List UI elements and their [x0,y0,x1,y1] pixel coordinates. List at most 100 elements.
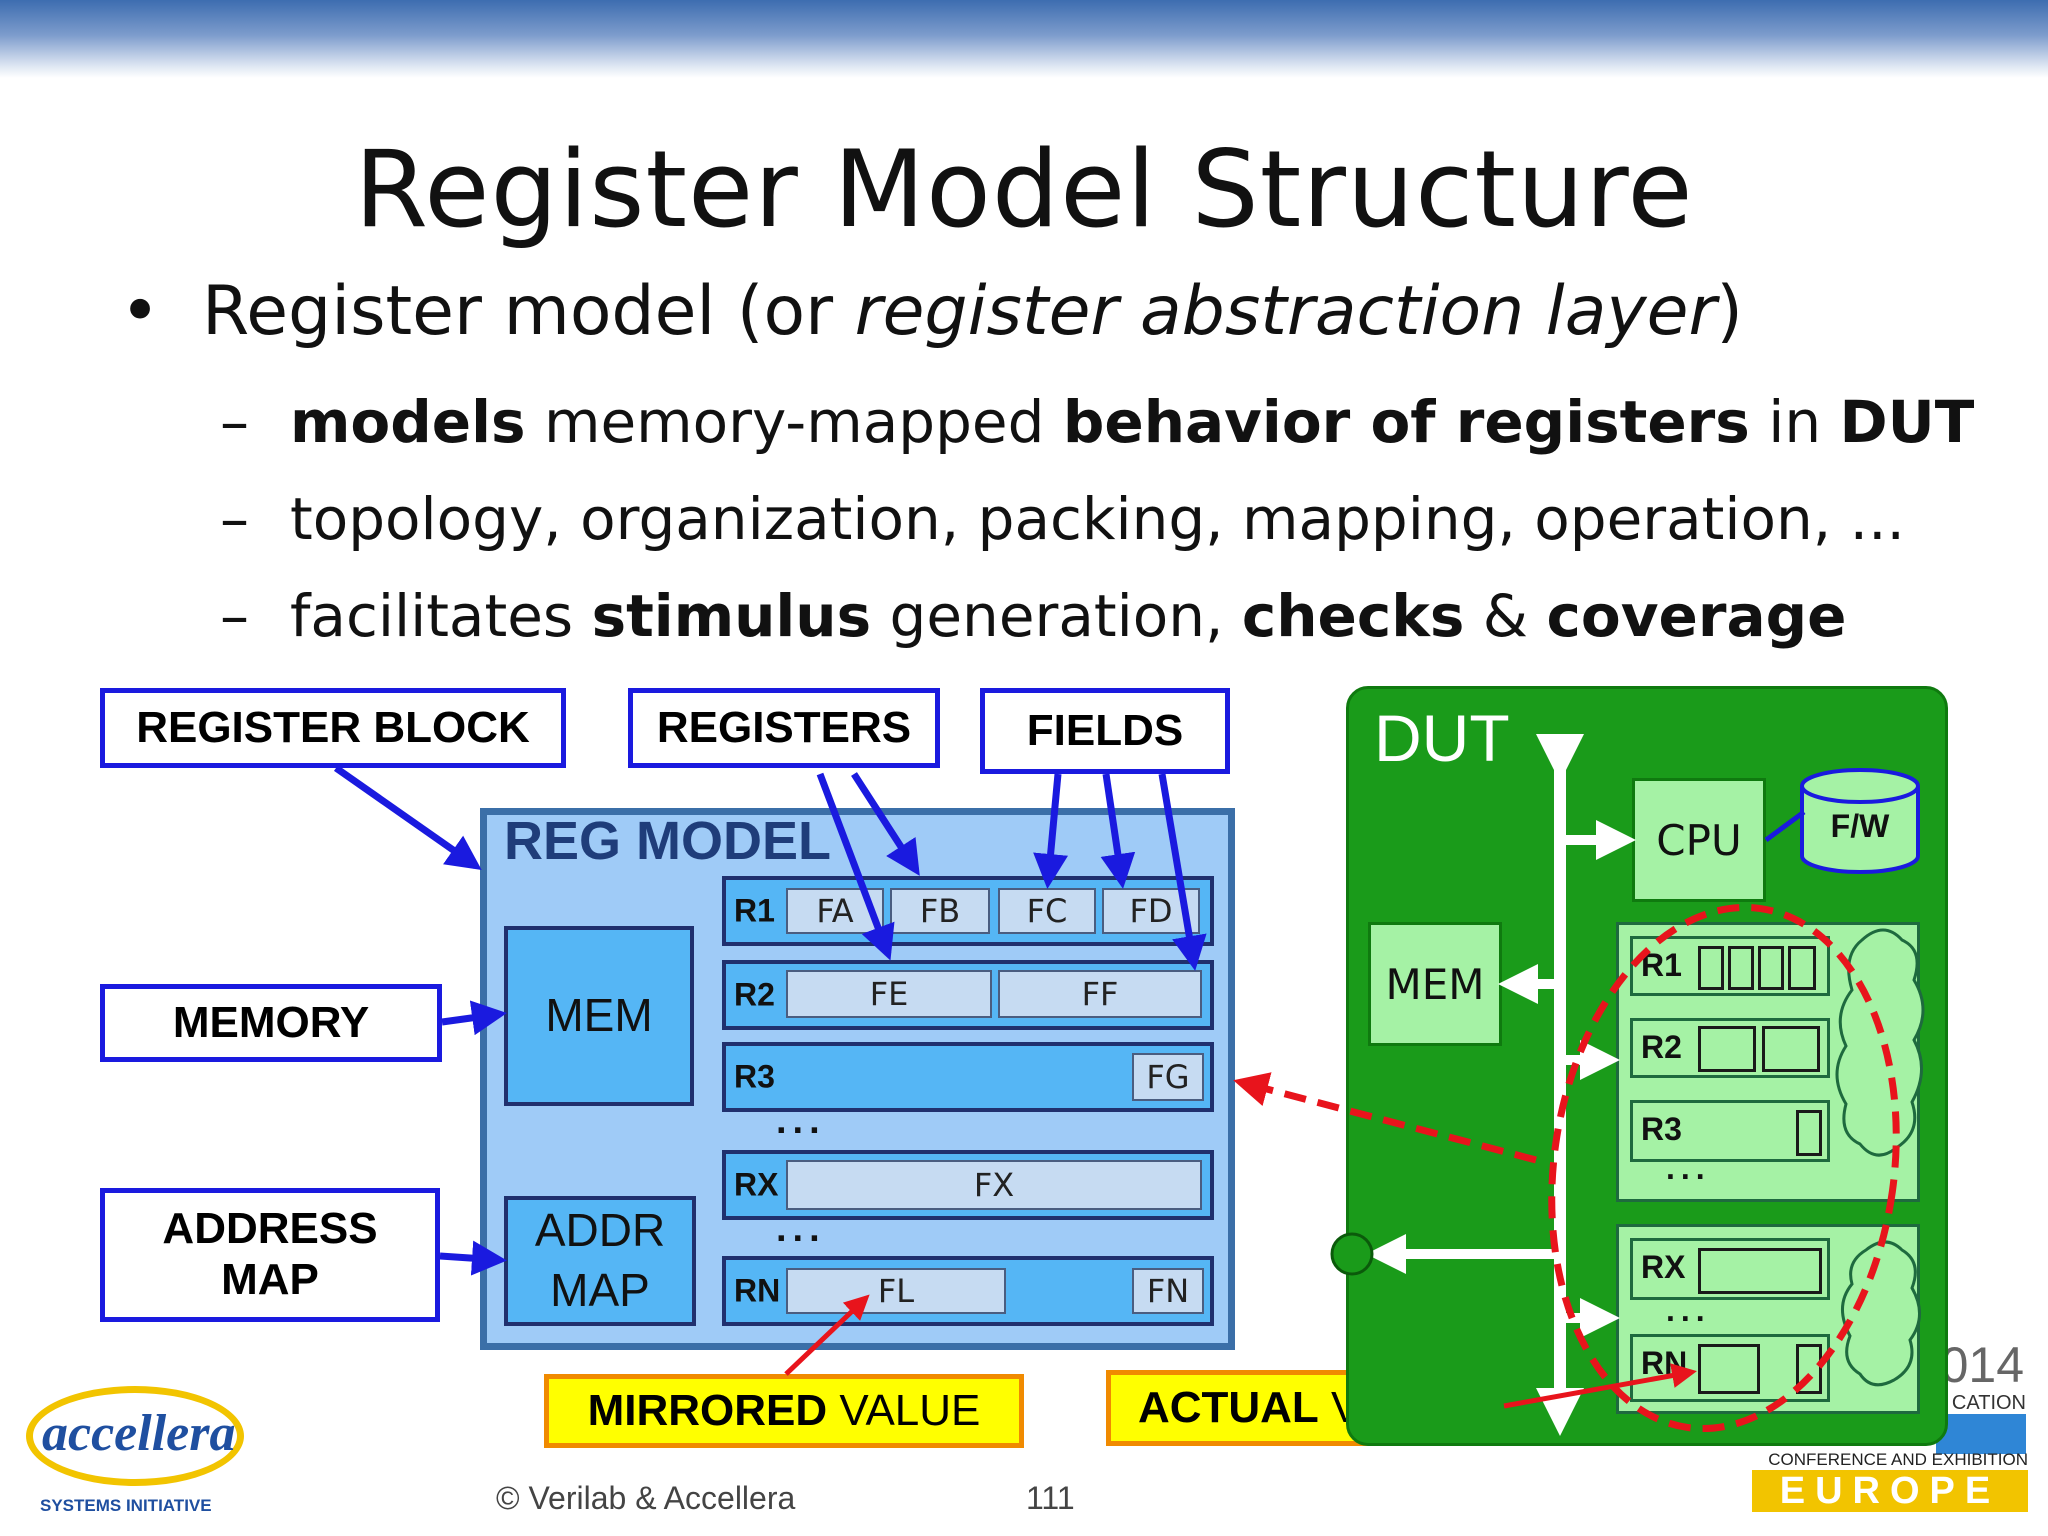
text-run: topology, organization, packing, mapping… [290,485,1905,553]
fields-label: FIELDS [980,688,1230,774]
sub-bullet-2: –topology, organization, packing, mappin… [220,485,1905,553]
dvcon-conference: CONFERENCE AND EXHIBITION [1768,1450,2028,1469]
dvcon-category: CATION [1951,1392,2026,1414]
footer-copyright: © Verilab & Accellera [496,1480,796,1516]
field-fl: FL [786,1268,1006,1314]
address-map-line2: MAP [221,1255,319,1304]
sub-dash: – [220,582,249,650]
text-run: in [1749,388,1840,456]
field-fg: FG [1132,1053,1204,1101]
dut-rx-cell [1698,1248,1822,1294]
reg-model-addr-map: ADDR MAP [504,1196,696,1326]
dut-ellipsis-2: ... [1666,1292,1711,1328]
accellera-swoosh [26,1386,244,1486]
slide-title: Register Model Structure [354,128,1694,251]
register-name: R2 [1641,1029,1682,1065]
bold-run: checks [1241,582,1465,650]
field-fx: FX [786,1160,1202,1210]
bold-run: stimulus [591,582,872,650]
addr-map-line2: MAP [550,1264,650,1316]
main-bullet: •Register model (or register abstraction… [120,272,1743,351]
register-name: R2 [734,976,775,1013]
address-map-line1: ADDRESS [162,1204,378,1254]
reg-model-mem-text: MEM [545,989,653,1042]
reg-model-title: REG MODEL [504,811,832,871]
register-name: RN [734,1272,781,1309]
bullet-italic: register abstraction layer [854,272,1717,351]
sub-dash: – [220,388,249,456]
bullet-suffix: ) [1716,272,1743,351]
dut-mem-text: MEM [1385,959,1485,1009]
registers-label: REGISTERS [628,688,940,768]
sub-bullet-text: models memory-mapped behavior of registe… [290,388,1974,456]
register-block-label: REGISTER BLOCK [100,688,566,768]
accellera-logo: accellera SYSTEMS INITIATIVE [22,1382,248,1520]
dut-r1-cell [1788,946,1816,990]
dut-title: DUT [1374,701,1510,775]
bold-run: models [290,388,526,456]
text-run: memory-mapped [525,388,1063,456]
register-name: RX [734,1166,779,1203]
footer-page-number: 111 [1026,1480,1075,1516]
field-fn: FN [1132,1268,1204,1314]
dut-r1-cell [1758,946,1784,990]
fields-text: FIELDS [1026,705,1184,755]
reg-model-mem: MEM [504,926,694,1106]
field-fa: FA [786,888,884,934]
dvcon-mark [1936,1414,2026,1454]
register-name: RN [1641,1345,1688,1381]
dut-r1-cell [1698,946,1724,990]
bold-run: coverage [1546,582,1847,650]
dut-r3-cell [1796,1110,1822,1156]
register-name: RX [1641,1249,1686,1285]
field-fd: FD [1102,888,1200,934]
dut-cpu: CPU [1632,778,1766,902]
accellera-subtitle: SYSTEMS INITIATIVE [40,1496,212,1515]
field-fe: FE [786,970,992,1018]
slide-top-banner [0,0,2048,78]
accellera-wordmark: accellera [42,1405,236,1462]
bold-run: DUT [1839,388,1975,456]
dut-ellipsis-1: ... [1666,1150,1711,1186]
dvcon-region: EUROPE [1752,1470,2028,1512]
dut-cpu-text: CPU [1656,815,1742,865]
field-ff: FF [998,970,1202,1018]
model-ellipsis-1: ... [776,1100,826,1142]
dut-r2-cell [1698,1026,1756,1072]
text-run: facilitates [290,582,592,650]
memory-label: MEMORY [100,984,442,1062]
text-run: generation, [871,582,1242,650]
mirrored-bold: MIRRORED [587,1386,828,1435]
field-fc: FC [998,888,1096,934]
mirrored-value-label: MIRRORED VALUE [544,1374,1024,1448]
memory-text: MEMORY [172,997,370,1047]
model-ellipsis-2: ... [776,1208,826,1250]
sub-bullet-text: facilitates stimulus generation, checks … [290,582,1846,650]
mirrored-rest: VALUE [827,1386,981,1435]
bold-run: behavior of registers [1062,388,1750,456]
bullet-dot: • [120,272,161,351]
addr-map-line1: ADDR [534,1204,666,1257]
actual-bold: ACTUAL [1137,1383,1319,1432]
dut-rn-cell [1698,1344,1760,1394]
registers-text: REGISTERS [656,702,912,752]
sub-bullet-1: –models memory-mapped behavior of regist… [220,388,1974,456]
sub-dash: – [220,485,249,553]
dut-r1-cell [1728,946,1754,990]
register-name: R3 [734,1058,775,1095]
register-name: R3 [1641,1111,1682,1147]
text-run: & [1464,582,1547,650]
sub-bullet-3: –facilitates stimulus generation, checks… [220,582,1846,650]
dut-mem: MEM [1368,922,1502,1046]
field-fb: FB [890,888,990,934]
register-name: R1 [1641,947,1682,983]
dut-rn-cell [1796,1344,1822,1394]
dut-fw-label: F/W [1830,808,1890,844]
register-name: R1 [734,892,775,929]
dvcon-logo: 2014 CATION CONFERENCE AND EXHIBITION EU… [1740,1336,2030,1516]
sub-bullet-text: topology, organization, packing, mapping… [290,485,1905,553]
dut-r2-cell [1762,1026,1820,1072]
register-block-text: REGISTER BLOCK [136,702,530,752]
register-block-arrow [333,765,482,871]
address-map-label: ADDRESS MAP [100,1188,440,1322]
